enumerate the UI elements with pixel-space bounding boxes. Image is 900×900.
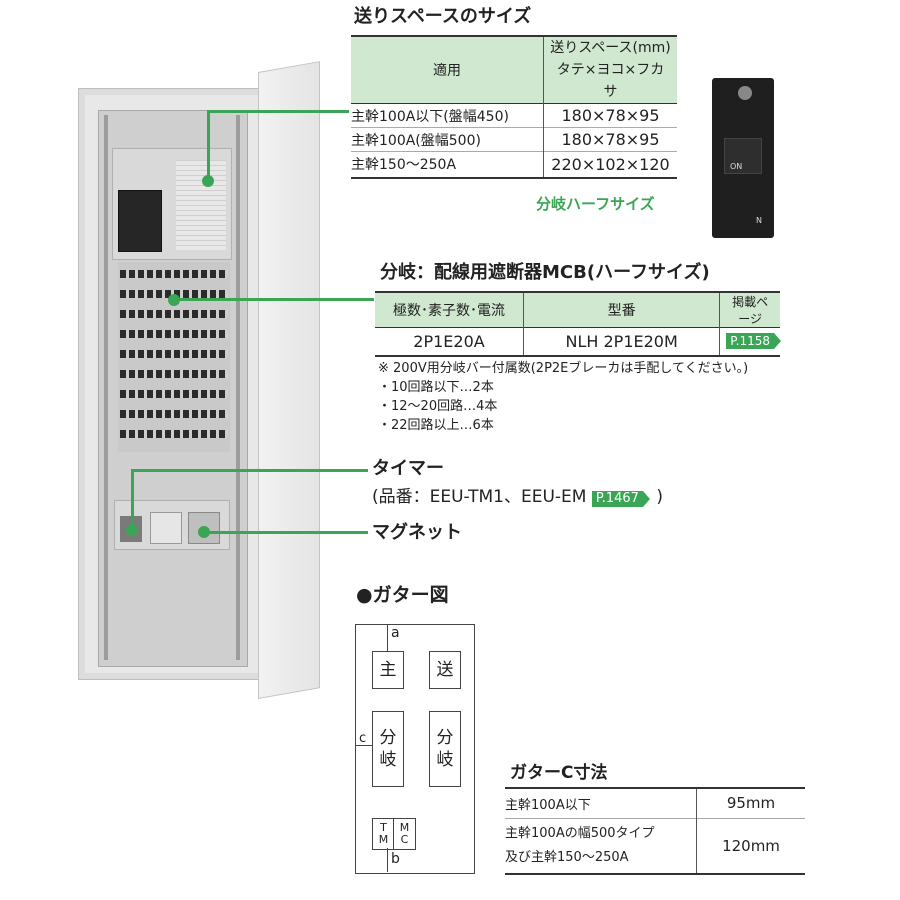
table-row: 主幹150～250A 220×102×120 <box>351 151 677 178</box>
gutter-c-table: 主幹100A以下 95mm 主幹100Aの幅500タイプ 及び主幹150～250… <box>505 787 805 875</box>
magnet-title: マグネット <box>372 522 462 543</box>
table-row: 主幹100Aの幅500タイプ 及び主幹150～250A 120mm <box>505 818 805 874</box>
dim-label-a: a <box>391 625 400 641</box>
dim-label-c: c <box>359 731 367 746</box>
rail-right <box>236 115 240 660</box>
relay-device <box>150 512 182 544</box>
table-row: 主幹100A(盤幅500) 180×78×95 <box>351 127 677 152</box>
gutter-cell-send: 送 <box>429 651 461 689</box>
leader-dot-send <box>202 175 214 187</box>
gutter-cell-branch-left: 分 岐 <box>372 711 404 787</box>
gutter-cell-main: 主 <box>372 651 404 689</box>
send-space-mesh <box>176 160 226 250</box>
dim-label-b: b <box>391 851 400 867</box>
page-link-1467[interactable]: P.1467 <box>591 491 650 507</box>
header-model: 型番 <box>523 292 721 328</box>
header-apply: 適用 <box>351 36 544 104</box>
table-row: 主幹100A以下(盤幅450) 180×78×95 <box>351 103 677 128</box>
leader-dot-timer <box>126 524 138 536</box>
timer-detail: (品番：EEU-TM1、EEU-EM P.1467 ) <box>372 487 663 507</box>
send-space-table: 適用 送りスペース(mm) タテ×ヨコ×フカサ 主幹100A以下(盤幅450) … <box>351 35 677 179</box>
gutter-cell-mc: M C <box>393 818 416 850</box>
cabinet-door <box>258 61 320 699</box>
timer-title: タイマー <box>372 458 444 479</box>
half-size-breaker-image: ON N <box>712 78 774 238</box>
half-size-caption: 分岐ハーフサイズ <box>536 195 655 213</box>
gutter-cell-tm: T M <box>372 818 395 850</box>
gutter-cell-branch-right: 分 岐 <box>429 711 461 787</box>
header-page: 掲載ページ <box>732 295 769 326</box>
table-row: 2P1E20A NLH 2P1E20M P.1158 <box>375 327 781 356</box>
table-row: 主幹100A以下 95mm <box>505 788 805 818</box>
branch-notes: ※ 200V用分岐バー付属数(2P2Eブレーカは手配してください。) ・10回路… <box>378 361 749 433</box>
header-space: 送りスペース(mm) タテ×ヨコ×フカサ <box>550 40 671 100</box>
branch-mcb-table: 極数･素子数･電流 型番 掲載ページ 2P1E20A NLH 2P1E20M P… <box>375 291 781 357</box>
rail-left <box>104 115 108 660</box>
branch-mcb-title: 分岐：配線用遮断器MCB(ハーフサイズ) <box>380 262 710 283</box>
main-breaker <box>118 190 162 252</box>
header-poles: 極数･素子数･電流 <box>375 292 524 328</box>
gutter-c-title: ガターC寸法 <box>510 763 608 783</box>
send-space-title: 送りスペースのサイズ <box>354 6 532 27</box>
page-link-1158[interactable]: P.1158 <box>726 333 781 350</box>
gutter-title: ●ガター図 <box>356 584 449 606</box>
